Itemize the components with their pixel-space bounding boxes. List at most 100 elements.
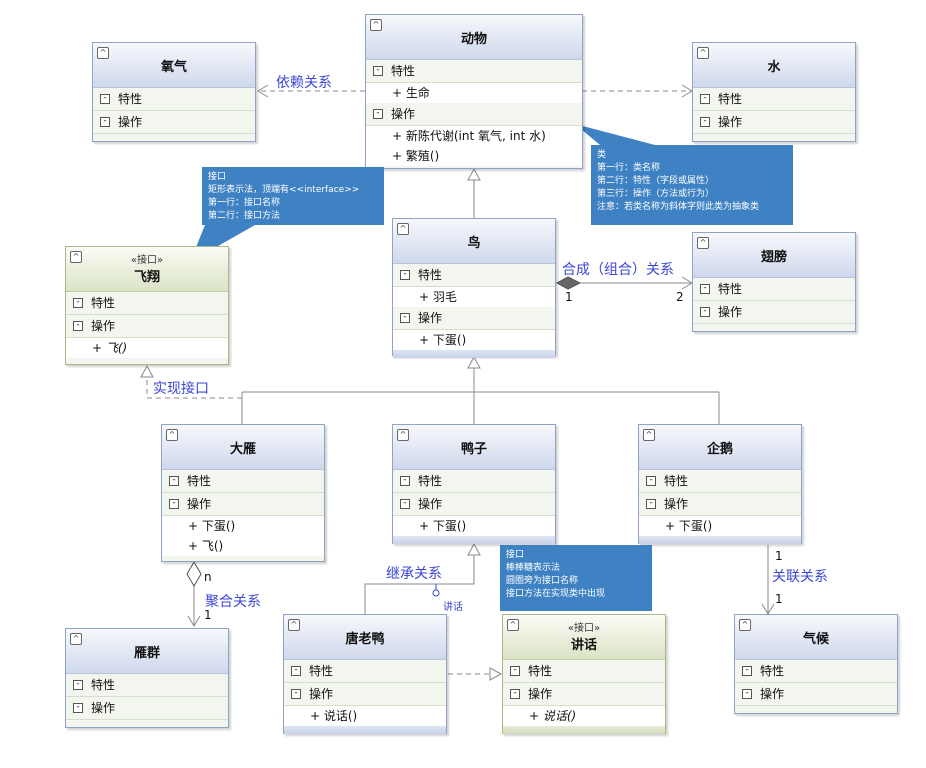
lollipop-circle bbox=[432, 589, 440, 597]
operations-section[interactable]: -操作 bbox=[284, 683, 446, 706]
realize-line bbox=[146, 377, 242, 399]
operations-section[interactable]: -操作 bbox=[366, 103, 582, 126]
class-duck[interactable]: ^鸭子 -特性 -操作 + 下蛋() bbox=[392, 424, 556, 544]
operations-section[interactable]: -操作 bbox=[693, 111, 855, 134]
operations-section[interactable]: -操作 bbox=[735, 683, 897, 706]
class-name: 讲话 bbox=[570, 638, 597, 653]
collapse-icon[interactable]: ^ bbox=[166, 429, 178, 441]
class-wing[interactable]: ^翅膀 -特性 -操作 bbox=[692, 232, 856, 332]
dependency-arrow-oxygen bbox=[257, 84, 269, 98]
collapse-icon[interactable]: ^ bbox=[370, 19, 382, 31]
minus-icon[interactable]: - bbox=[73, 298, 83, 308]
collapse-icon[interactable]: ^ bbox=[288, 619, 300, 631]
operations-section[interactable]: -操作 bbox=[66, 315, 228, 338]
attributes-section[interactable]: -特性 bbox=[66, 674, 228, 697]
class-bird[interactable]: ^鸟 -特性 + 羽毛 -操作 + 下蛋() bbox=[392, 218, 556, 358]
minus-icon[interactable]: - bbox=[646, 476, 656, 486]
attributes-section[interactable]: -特性 bbox=[503, 660, 665, 683]
collapse-icon[interactable]: ^ bbox=[739, 619, 751, 631]
lollipop-label: 讲话 bbox=[443, 602, 463, 613]
minus-icon[interactable]: - bbox=[169, 476, 179, 486]
collapse-icon[interactable]: ^ bbox=[507, 619, 519, 631]
minus-icon[interactable]: - bbox=[373, 66, 383, 76]
label-composition: 合成（组合）关系 bbox=[562, 262, 674, 278]
operation: + 飞() bbox=[162, 536, 324, 556]
attribute: + 生命 bbox=[366, 83, 582, 103]
operations-section[interactable]: -操作 bbox=[66, 697, 228, 720]
class-climate[interactable]: ^气候 -特性 -操作 bbox=[734, 614, 898, 714]
minus-icon[interactable]: - bbox=[510, 689, 520, 699]
minus-icon[interactable]: - bbox=[100, 94, 110, 104]
minus-icon[interactable]: - bbox=[700, 94, 710, 104]
minus-icon[interactable]: - bbox=[291, 666, 301, 676]
class-header: ^氧气 bbox=[93, 43, 255, 88]
attributes-section[interactable]: -特性 bbox=[693, 88, 855, 111]
stereotype: «接口» bbox=[130, 255, 164, 266]
class-name: 鸭子 bbox=[460, 442, 487, 457]
minus-icon[interactable]: - bbox=[700, 117, 710, 127]
minus-icon[interactable]: - bbox=[73, 321, 83, 331]
minus-icon[interactable]: - bbox=[73, 680, 83, 690]
minus-icon[interactable]: - bbox=[700, 284, 710, 294]
collapse-icon[interactable]: ^ bbox=[697, 47, 709, 59]
operations-section[interactable]: -操作 bbox=[393, 307, 555, 330]
inherit-arrow-bird bbox=[467, 355, 481, 369]
class-goose[interactable]: ^ 大雁 -特性 -操作 + 下蛋() + 飞() bbox=[161, 424, 325, 562]
collapse-icon[interactable]: ^ bbox=[697, 237, 709, 249]
class-name: 水 bbox=[767, 60, 781, 75]
operations-section[interactable]: -操作 bbox=[693, 301, 855, 324]
class-header: ^ 大雁 bbox=[162, 425, 324, 470]
minus-icon[interactable]: - bbox=[742, 666, 752, 676]
attributes-section[interactable]: -特性 bbox=[162, 470, 324, 493]
minus-icon[interactable]: - bbox=[400, 270, 410, 280]
attributes-section[interactable]: -特性 bbox=[93, 88, 255, 111]
attributes-section[interactable]: -特性 bbox=[735, 660, 897, 683]
operations-section[interactable]: -操作 bbox=[93, 111, 255, 134]
inherit-line-tangduck bbox=[364, 555, 475, 614]
minus-icon[interactable]: - bbox=[400, 476, 410, 486]
minus-icon[interactable]: - bbox=[100, 117, 110, 127]
operations-section[interactable]: -操作 bbox=[162, 493, 324, 516]
note-lollipop: 接口 棒棒糖表示法 圆圈旁为接口名称 接口方法在实现类中出现 bbox=[500, 545, 652, 611]
minus-icon[interactable]: - bbox=[400, 499, 410, 509]
collapse-icon[interactable]: ^ bbox=[70, 633, 82, 645]
interface-speak[interactable]: ^«接口»讲话 -特性 -操作 + 说话() bbox=[502, 614, 666, 734]
minus-icon[interactable]: - bbox=[742, 689, 752, 699]
attributes-section[interactable]: -特性 bbox=[639, 470, 801, 493]
class-water[interactable]: ^ 水 -特性 -操作 bbox=[692, 42, 856, 142]
attributes-section[interactable]: -特性 bbox=[284, 660, 446, 683]
class-oxygen[interactable]: ^氧气 -特性 -操作 bbox=[92, 42, 256, 142]
attributes-section[interactable]: -特性 bbox=[366, 60, 582, 83]
class-name: 企鹅 bbox=[706, 442, 733, 457]
note-class: 类 第一行：类名称 第二行：特性（字段或属性） 第三行：操作（方法或行为） 注意… bbox=[591, 145, 793, 225]
minus-icon[interactable]: - bbox=[646, 499, 656, 509]
operation: + 下蛋() bbox=[162, 516, 324, 536]
collapse-icon[interactable]: ^ bbox=[97, 47, 109, 59]
minus-icon[interactable]: - bbox=[400, 313, 410, 323]
attributes-section[interactable]: -特性 bbox=[393, 264, 555, 287]
minus-icon[interactable]: - bbox=[510, 666, 520, 676]
class-flock[interactable]: ^雁群 -特性 -操作 bbox=[65, 628, 229, 728]
class-tangduck[interactable]: ^唐老鸭 -特性 -操作 + 说话() bbox=[283, 614, 447, 734]
attributes-section[interactable]: -特性 bbox=[66, 292, 228, 315]
collapse-icon[interactable]: ^ bbox=[397, 223, 409, 235]
attributes-section[interactable]: -特性 bbox=[693, 278, 855, 301]
class-name: 大雁 bbox=[229, 442, 256, 457]
collapse-icon[interactable]: ^ bbox=[643, 429, 655, 441]
class-animal[interactable]: ^动物 -特性 + 生命 -操作 + 新陈代谢(int 氧气, int 水) +… bbox=[365, 14, 583, 169]
attributes-section[interactable]: -特性 bbox=[393, 470, 555, 493]
operations-section[interactable]: -操作 bbox=[503, 683, 665, 706]
minus-icon[interactable]: - bbox=[73, 703, 83, 713]
collapse-icon[interactable]: ^ bbox=[70, 251, 82, 263]
minus-icon[interactable]: - bbox=[291, 689, 301, 699]
interface-fly[interactable]: ^«接口»飞翔 -特性 -操作 + 飞() bbox=[65, 246, 229, 365]
minus-icon[interactable]: - bbox=[169, 499, 179, 509]
operations-section[interactable]: -操作 bbox=[393, 493, 555, 516]
minus-icon[interactable]: - bbox=[373, 109, 383, 119]
note-cls-pointer bbox=[575, 124, 655, 145]
class-penguin[interactable]: ^企鹅 -特性 -操作 + 下蛋() bbox=[638, 424, 802, 544]
operations-section[interactable]: -操作 bbox=[639, 493, 801, 516]
collapse-icon[interactable]: ^ bbox=[397, 429, 409, 441]
class-name: 鸟 bbox=[467, 236, 481, 251]
minus-icon[interactable]: - bbox=[700, 307, 710, 317]
